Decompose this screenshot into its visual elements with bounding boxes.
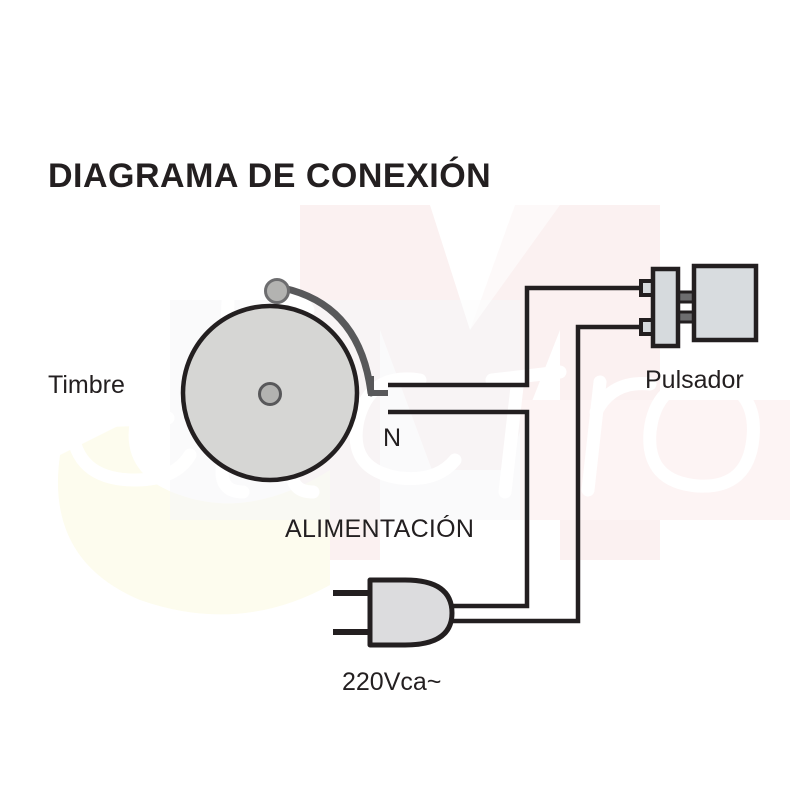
plug-body (367, 577, 455, 648)
component-pulsador: Pulsador (639, 263, 759, 394)
component-plug: 220Vca~ (333, 577, 455, 696)
watermark-group (57, 205, 790, 615)
label-alimentacion: ALIMENTACIÓN (285, 514, 474, 543)
button-cap (691, 263, 759, 343)
wire-bell-neutral-to-plug (388, 409, 530, 609)
component-timbre: Timbre (48, 278, 388, 483)
wire-bell-to-button-upper (388, 285, 652, 388)
bell-hammer-ball (264, 278, 290, 304)
label-timbre: Timbre (48, 371, 125, 399)
label-pulsador: Pulsador (645, 366, 744, 394)
bell-striker-arc (279, 284, 375, 397)
bell-hub (258, 382, 282, 406)
wiring-group (388, 285, 652, 624)
label-voltage: 220Vca~ (342, 668, 441, 696)
watermark-highlight (430, 205, 560, 330)
wire-button-lower-to-plug (447, 324, 652, 624)
button-base-plate (650, 266, 681, 349)
bell-arc-foot (368, 376, 388, 396)
label-neutral-terminal: N (383, 424, 401, 452)
page-title: DIAGRAMA DE CONEXIÓN (48, 157, 491, 195)
